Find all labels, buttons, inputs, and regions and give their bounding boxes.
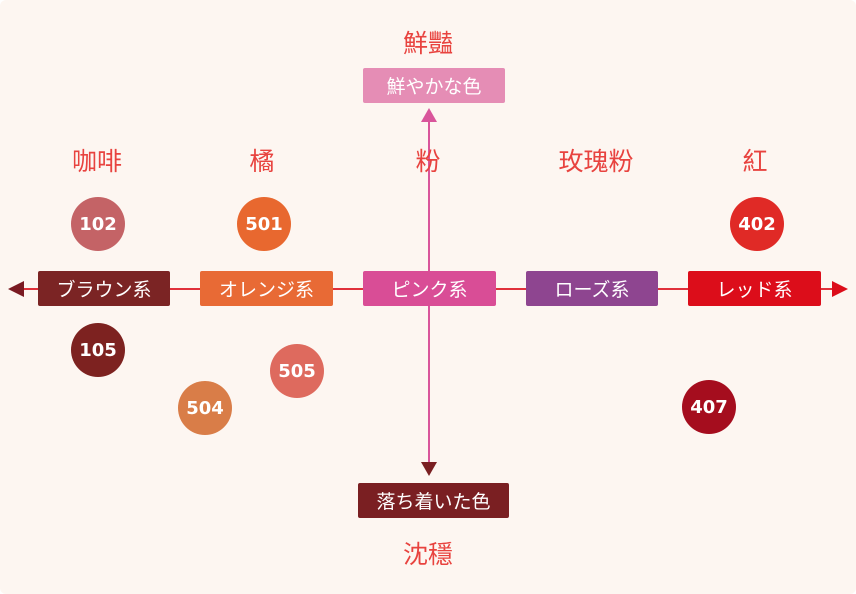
- shade-505: 505: [270, 344, 324, 398]
- down-arrow-icon: [421, 462, 437, 476]
- shade-504: 504: [178, 381, 232, 435]
- shade-407: 407: [682, 380, 736, 434]
- muted-box: 落ち着いた色: [358, 483, 509, 518]
- category-box-brown: ブラウン系: [38, 271, 170, 306]
- shade-105: 105: [71, 323, 125, 377]
- category-label-red: 紅: [742, 147, 768, 176]
- muted-label: 沈穩: [402, 540, 454, 569]
- up-arrow-icon: [421, 108, 437, 122]
- shade-402: 402: [730, 197, 784, 251]
- category-box-orange: オレンジ系: [200, 271, 333, 306]
- vivid-box: 鮮やかな色: [363, 68, 505, 103]
- shade-102: 102: [71, 197, 125, 251]
- shade-501: 501: [237, 197, 291, 251]
- category-box-red: レッド系: [688, 271, 821, 306]
- vivid-label: 鮮豔: [402, 29, 454, 58]
- category-label-rose: 玫瑰粉: [558, 147, 634, 176]
- category-box-rose: ローズ系: [526, 271, 658, 306]
- category-label-pink: 粉: [415, 147, 441, 176]
- category-box-pink: ピンク系: [363, 271, 496, 306]
- category-label-brown: 咖啡: [71, 147, 123, 176]
- category-label-orange: 橘: [249, 147, 275, 176]
- right-arrow-icon: [832, 281, 848, 297]
- left-arrow-icon: [8, 281, 24, 297]
